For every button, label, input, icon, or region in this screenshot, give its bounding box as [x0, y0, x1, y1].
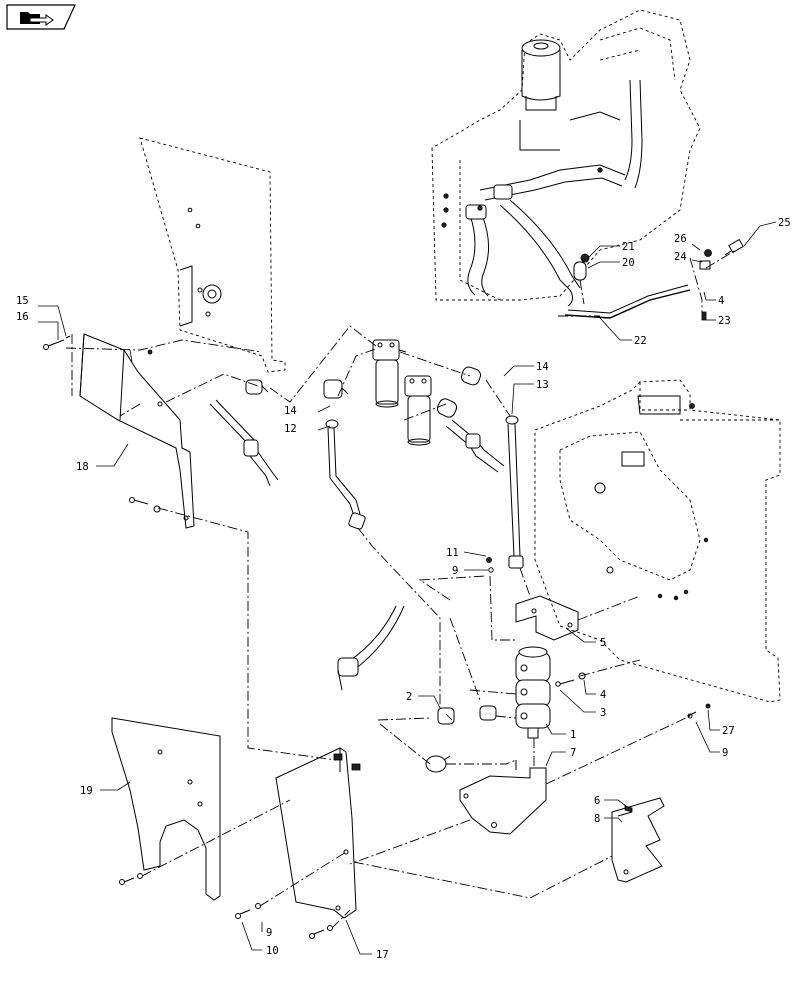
bolt-16: [43, 335, 71, 350]
bolts-lower-left: [119, 873, 333, 939]
hose-main: [337, 605, 405, 691]
callout-4-lower: 4: [600, 689, 606, 701]
fitting-2b: [479, 705, 497, 721]
fitting-2: [437, 707, 455, 725]
callout-22: 22: [634, 335, 647, 347]
mounting-plate: [139, 137, 286, 373]
fitting-14-right: [460, 366, 482, 386]
callout-4-upper: 4: [718, 295, 724, 307]
bolt-27: [687, 703, 711, 719]
callout-11: 11: [446, 547, 459, 559]
callout-15: 15: [16, 295, 29, 307]
fitting-14-left: [323, 379, 349, 399]
filter-right: [404, 375, 432, 446]
bolt-lower-18: [129, 497, 161, 513]
callout-19: 19: [80, 785, 93, 797]
pump-1: [515, 646, 551, 739]
assembly-lines: [65, 249, 737, 929]
nav-back-button[interactable]: [6, 4, 76, 30]
callout-24: 24: [674, 251, 687, 263]
callout-20: 20: [622, 257, 635, 269]
callout-13: 13: [536, 379, 549, 391]
fitting-center: [436, 398, 458, 418]
callout-1: 1: [570, 729, 576, 741]
bracket-7: [459, 760, 547, 835]
part-18-shield: [79, 333, 195, 529]
callout-21: 21: [622, 241, 635, 253]
bolt-3-4: [555, 672, 586, 687]
callout-8: 8: [594, 813, 600, 825]
shield-19: [111, 717, 221, 901]
callout-5: 5: [600, 637, 606, 649]
bracket-5: [515, 595, 579, 641]
callout-16: 16: [16, 311, 29, 323]
callout-23: 23: [718, 315, 731, 327]
hose-elbow-left: [209, 399, 279, 487]
washer-9: [488, 567, 494, 573]
callout-9-lower: 9: [266, 927, 272, 939]
shield-17: [275, 747, 361, 919]
callout-26: 26: [674, 233, 687, 245]
filter-left: [372, 339, 407, 408]
folder-arrow-icon: [6, 4, 76, 30]
callout-12: 12: [284, 423, 297, 435]
callout-18: 18: [76, 461, 89, 473]
callout-2: 2: [406, 691, 412, 703]
callout-14-right: 14: [536, 361, 549, 373]
callout-3: 3: [600, 707, 606, 719]
frame-panel: [534, 379, 781, 703]
tube-12: [325, 419, 366, 530]
callout-9-center: 9: [452, 565, 458, 577]
callout-10: 10: [266, 945, 279, 957]
fitting-left: [245, 379, 269, 395]
callout-25: 25: [778, 217, 791, 229]
callout-14-left: 14: [284, 405, 297, 417]
bracket-8: [611, 797, 665, 883]
callout-17: 17: [376, 949, 389, 961]
leader-lines: [38, 221, 777, 955]
callout-7: 7: [570, 747, 576, 759]
tube-13: [505, 415, 524, 569]
callout-9-right: 9: [722, 747, 728, 759]
nut-11: [486, 557, 492, 563]
clip-6: [624, 805, 633, 813]
hose-elbow-right: [445, 419, 505, 473]
callout-6: 6: [594, 795, 600, 807]
engine-assembly: [431, 9, 744, 321]
callout-labels: 15 16 18 19 14 12 14 13 11 9 5 4 3 1 7 2…: [16, 217, 791, 961]
callout-27: 27: [722, 725, 735, 737]
